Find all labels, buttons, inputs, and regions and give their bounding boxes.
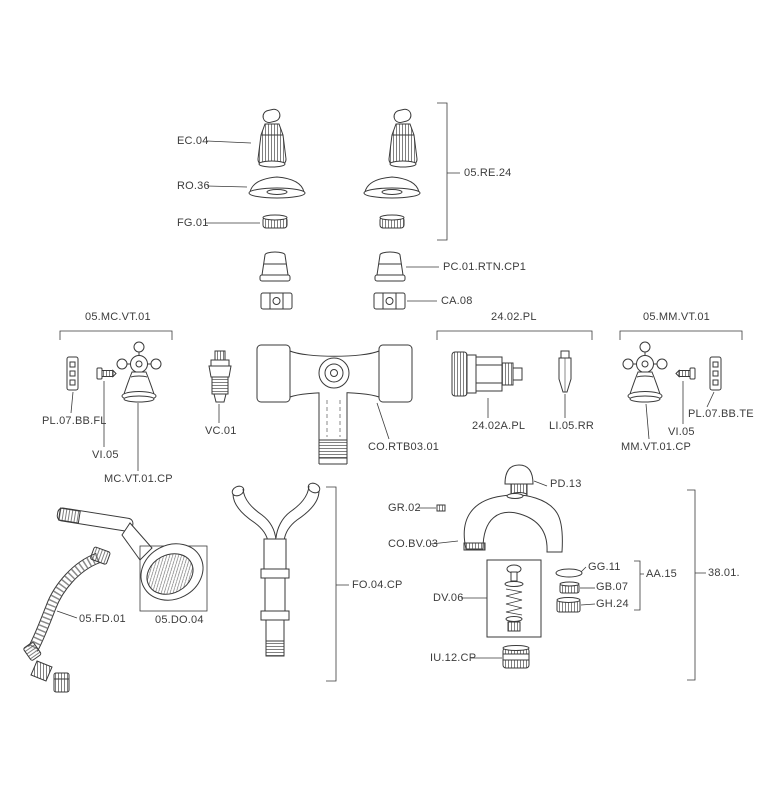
part-gb07: [559, 581, 580, 594]
label-2402pl: 24.02.PL: [491, 311, 537, 323]
part-screw-left: [96, 367, 117, 380]
label-vi05-right: VI.05: [668, 426, 695, 438]
label-dv06: DV.06: [433, 592, 464, 604]
part-diverter-assembly: [486, 559, 542, 638]
label-fo04cp: FO.04.CP: [352, 579, 403, 591]
label-gh24: GH.24: [596, 598, 629, 610]
label-cobv03: CO.BV.03: [388, 538, 439, 550]
label-iu12cp: IU.12.CP: [430, 652, 477, 664]
label-cortb0301: CO.RTB03.01: [368, 441, 440, 453]
label-pd13: PD.13: [550, 478, 582, 490]
part-bell-left: [248, 176, 306, 199]
label-05fd01: 05.FD.01: [79, 613, 126, 625]
part-strip-left: [66, 356, 79, 391]
label-vi05-left: VI.05: [92, 449, 119, 461]
label-vc01: VC.01: [205, 425, 237, 437]
label-05mmvt01: 05.MM.VT.01: [643, 311, 711, 323]
label-fg01: FG.01: [177, 217, 209, 229]
part-sleeve-right: [374, 251, 406, 282]
label-05re24: 05.RE.24: [464, 167, 512, 179]
part-cradle: [231, 482, 321, 657]
label-mmvt01cp: MM.VT.01.CP: [621, 441, 692, 453]
label-gr02: GR.02: [388, 502, 421, 514]
part-nut-right: [373, 292, 406, 310]
part-li05rr: [558, 350, 572, 393]
label-gg11: GG.11: [588, 561, 621, 573]
label-05do04: 05.DO.04: [155, 614, 204, 626]
part-handle-left: [257, 107, 287, 168]
label-ro36: RO.36: [177, 180, 210, 192]
part-nut-left: [260, 292, 293, 310]
label-pc01-rtn-cp1: PC.01.RTN.CP1: [443, 261, 527, 273]
part-cross-handle-right: [622, 341, 668, 403]
part-thermostatic-cartridge: [451, 351, 523, 397]
part-diverter-knob: [504, 464, 534, 498]
label-pl07bbfl: PL.07.BB.FL: [42, 415, 107, 427]
part-iu12cp: [502, 645, 530, 669]
part-gr02: [436, 504, 446, 512]
label-3801: 38.01.: [708, 567, 740, 579]
label-05mcvt01: 05.MC.VT.01: [85, 311, 151, 323]
part-ring-right: [379, 214, 405, 229]
label-aa15: AA.15: [646, 568, 677, 580]
part-strip-right: [709, 356, 722, 391]
part-cross-handle-left: [116, 341, 162, 403]
part-gg11: [555, 568, 583, 578]
part-spout: [463, 493, 563, 553]
label-pl07bbte: PL.07.BB.TE: [688, 408, 754, 420]
part-gh24: [556, 597, 581, 613]
part-bell-right: [363, 176, 421, 199]
part-hose-fittings: [30, 660, 70, 693]
label-gb07: GB.07: [596, 581, 629, 593]
part-sleeve-left: [259, 251, 291, 282]
part-flex-hose: [23, 546, 111, 661]
part-cartridge-vc01: [208, 350, 232, 403]
part-ring-left: [262, 214, 288, 229]
part-handshower: [56, 507, 208, 612]
label-ca08: CA.08: [441, 295, 473, 307]
label-2402apl: 24.02A.PL: [472, 420, 526, 432]
label-ec04: EC.04: [177, 135, 209, 147]
leader-lines: [56, 102, 743, 682]
part-handle-right: [388, 107, 418, 168]
label-li05rr: LI.05.RR: [549, 420, 595, 432]
part-mixer-body: [256, 344, 413, 465]
label-mcvt01cp: MC.VT.01.CP: [104, 473, 173, 485]
part-screw-right: [675, 367, 696, 380]
